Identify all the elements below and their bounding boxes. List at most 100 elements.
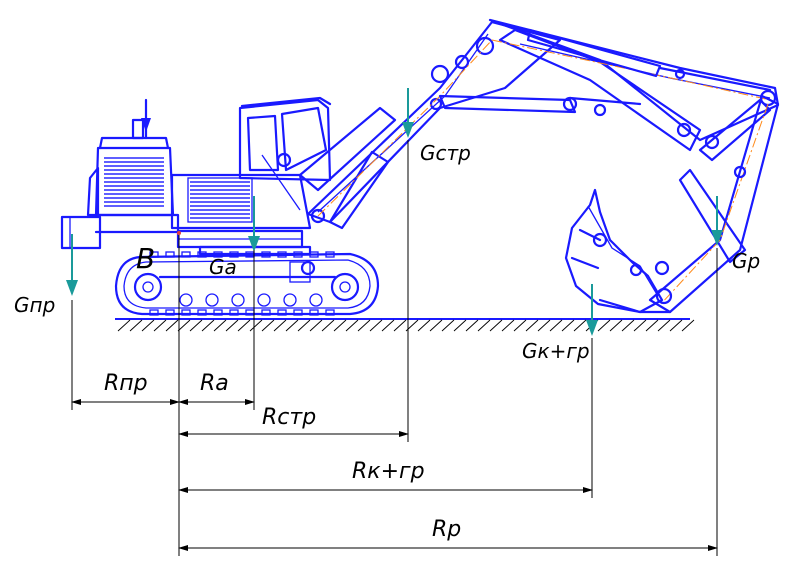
ground-hatch-line	[441, 319, 455, 332]
ground-hatch-line	[129, 319, 143, 332]
label-g-kgr: Gк+гр	[522, 339, 590, 363]
ground-hatch-line	[357, 319, 371, 332]
label-g-pr: Gпр	[14, 293, 55, 317]
ground-hatch-line	[657, 319, 671, 332]
ground-hatch-line	[273, 319, 287, 332]
ground-hatch-line	[201, 319, 215, 332]
ground-hatch-line	[537, 319, 551, 332]
track-tooth	[309, 309, 319, 316]
ground-hatch-line	[489, 319, 503, 332]
ground-hatch-line	[549, 319, 563, 332]
force-arrow-g-r	[711, 196, 723, 246]
track-tooth	[149, 309, 159, 316]
track-tooth	[213, 309, 223, 316]
label-r-a: Ra	[200, 371, 229, 396]
track-tooth	[165, 251, 175, 258]
ground-hatch-line	[417, 319, 431, 332]
ground-hatch-line	[429, 319, 443, 332]
ground-hatch-line	[597, 319, 611, 332]
ground-hatch-line	[249, 319, 263, 332]
track-rollers	[179, 293, 323, 307]
force-arrow-g-kgr	[586, 284, 598, 336]
track-roller	[231, 293, 245, 307]
crawler-track	[114, 251, 380, 316]
ground-hatch-line	[213, 319, 227, 332]
ground-hatch-line	[573, 319, 587, 332]
force-arrow-g-pr	[66, 234, 78, 296]
track-tooth	[181, 309, 191, 316]
ground-hatch-line	[333, 319, 347, 332]
track-tooth	[197, 309, 207, 316]
ground-hatch-line	[153, 319, 167, 332]
ground-hatch-line	[501, 319, 515, 332]
track-tooth	[261, 309, 271, 316]
track-roller	[257, 293, 271, 307]
ground-hatch-line	[165, 319, 179, 332]
ground-hatch-line	[681, 319, 695, 332]
label-r-kgr: Rк+гр	[352, 459, 425, 484]
ground-hatch-line	[525, 319, 539, 332]
ground	[115, 318, 695, 332]
ground-hatch-line	[141, 319, 155, 332]
ground-hatch-line	[117, 319, 131, 332]
track-tooth	[181, 251, 191, 258]
ground-hatch-line	[177, 319, 191, 332]
label-r-pr: Rпр	[104, 371, 148, 396]
ground-hatch-line	[261, 319, 275, 332]
track-tooth	[325, 251, 335, 258]
engine-housing	[86, 98, 180, 234]
track-tooth	[277, 309, 287, 316]
ground-hatch-line	[621, 319, 635, 332]
label-r-r: Rр	[432, 517, 461, 542]
label-r-str: Rстр	[262, 405, 316, 430]
point-b-marker	[177, 231, 181, 235]
dipper-arm	[648, 94, 780, 314]
track-tooth	[293, 309, 303, 316]
track-tooth	[165, 309, 175, 316]
label-g-str: Gстр	[420, 141, 471, 165]
ground-hatch-line	[381, 319, 395, 332]
track-roller	[309, 293, 323, 307]
drive-sprocket	[133, 272, 163, 302]
turntable	[176, 229, 312, 256]
ground-hatch-line	[513, 319, 527, 332]
label-g-a: Ga	[209, 255, 237, 279]
ground-hatch-line	[645, 319, 659, 332]
force-arrow-g-str	[402, 88, 414, 138]
ground-hatch-line	[225, 319, 239, 332]
ground-hatch-line	[561, 319, 575, 332]
track-tooth	[229, 309, 239, 316]
label-g-r: Gр	[732, 249, 760, 273]
ground-hatch-line	[477, 319, 491, 332]
ground-hatching	[117, 319, 695, 332]
ground-hatch-line	[465, 319, 479, 332]
force-arrow-g-a	[248, 196, 260, 252]
label-point-b: B	[136, 242, 155, 275]
track-roller	[205, 293, 219, 307]
boom-cylinder	[438, 94, 642, 114]
idler-wheel	[330, 272, 360, 302]
ground-hatch-line	[321, 319, 335, 332]
counterweight	[60, 215, 102, 250]
track-roller	[283, 293, 297, 307]
ground-hatch-line	[189, 319, 203, 332]
ground-hatch-line	[633, 319, 647, 332]
bucket	[564, 188, 672, 314]
ground-hatch-line	[669, 319, 683, 332]
track-tooth	[325, 309, 335, 316]
ground-hatch-line	[453, 319, 467, 332]
upper-structure	[170, 96, 332, 230]
ground-hatch-line	[345, 319, 359, 332]
track-tooth	[149, 251, 159, 258]
stick	[488, 18, 780, 152]
ground-hatch-line	[369, 319, 383, 332]
ground-hatch-line	[393, 319, 407, 332]
ground-hatch-line	[237, 319, 251, 332]
extension-lines	[71, 140, 718, 556]
ground-hatch-line	[297, 319, 311, 332]
boom	[298, 20, 562, 230]
ground-hatch-line	[609, 319, 623, 332]
ground-hatch-line	[309, 319, 323, 332]
track-roller	[179, 293, 193, 307]
